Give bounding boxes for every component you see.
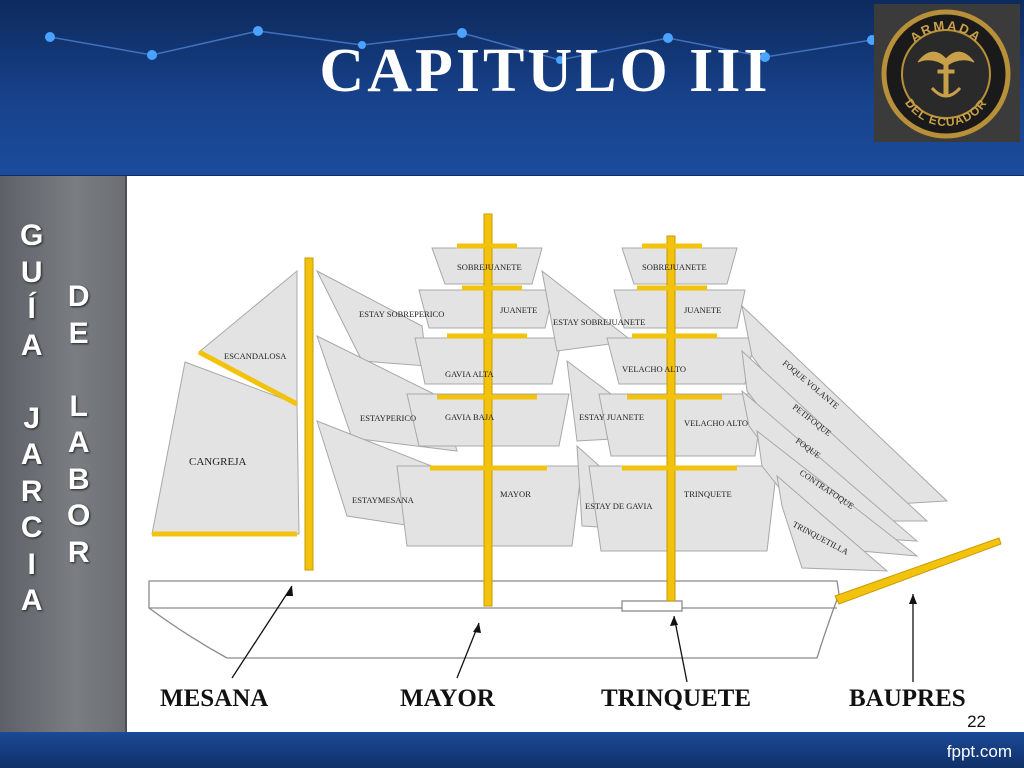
label-mesana: MESANA — [160, 685, 268, 712]
label-estayperico: ESTAYPERICO — [360, 413, 416, 423]
letter: R — [67, 535, 90, 569]
label-gavia-alta: GAVIA ALTA — [445, 369, 495, 379]
navy-logo: ARMADA DEL ECUADOR — [874, 4, 1020, 142]
diagram-canvas: ESCANDALOSA CANGREJA ESTAY SOBREPERICO E… — [127, 176, 1024, 732]
sail-cangreja — [151, 361, 300, 535]
mast-trinquete — [666, 235, 676, 602]
letter: A — [20, 328, 43, 362]
anchor-eagle-emblem-icon — [917, 51, 975, 98]
label-sobrejuanete-mayor: SOBREJUANETE — [457, 262, 522, 272]
yard-mesana-top — [197, 349, 299, 407]
letter: I — [27, 547, 36, 581]
letter: B — [67, 462, 90, 496]
label-escandalosa: ESCANDALOSA — [224, 351, 287, 361]
arrow-mesana — [231, 585, 293, 679]
label-gavia-baja: GAVIA BAJA — [445, 412, 495, 422]
label-trinquete: TRINQUETE — [601, 685, 751, 712]
letter: A — [20, 438, 43, 471]
sail-trinquetilla — [776, 474, 889, 572]
letter: U — [20, 255, 43, 289]
letter: A — [67, 426, 90, 459]
label-mayor: MAYOR — [400, 685, 496, 712]
letter: G — [20, 219, 44, 252]
label-mayor-sail: MAYOR — [500, 489, 531, 499]
label-sobrejuanete-trinquete: SOBREJUANETE — [642, 262, 707, 272]
sail-velacho-alto-1 — [606, 337, 756, 385]
slide-header: CAPITULO III ARMADA DEL ECUADOR — [0, 0, 1024, 175]
label-estay-de-gavia: ESTAY DE GAVIA — [585, 501, 653, 511]
sail-velacho-alto-2 — [598, 393, 765, 457]
label-velacho-alto-1: VELACHO ALTO — [622, 364, 686, 374]
sail-estay-sobrejuanete — [541, 269, 634, 352]
label-trinquete-sail: TRINQUETE — [684, 489, 732, 499]
label-baupres: BAUPRES — [849, 685, 966, 712]
bowsprit-baupres — [834, 537, 1002, 605]
ship-rigging-diagram: ESCANDALOSA CANGREJA ESTAY SOBREPERICO E… — [148, 213, 1002, 712]
page-number: 22 — [967, 712, 986, 731]
side-panel: G U Í A J A R C I A D E L A B O R — [0, 176, 127, 732]
brand-text: fppt.com — [946, 742, 1012, 761]
slide-footer: fppt.com — [0, 732, 1024, 768]
label-estay-juanete: ESTAY JUANETE — [579, 412, 644, 422]
label-estaymesana: ESTAYMESANA — [352, 495, 415, 505]
slide-title: CAPITULO III — [319, 37, 771, 105]
arrow-trinquete — [673, 615, 688, 683]
letter: J — [23, 401, 41, 435]
letter: D — [67, 280, 90, 313]
letter: R — [20, 474, 43, 508]
vertical-word-guia-jarcia: G U Í A J A R C I A — [20, 218, 43, 620]
letter: Í — [27, 292, 36, 325]
label-juanete-trinquete: JUANETE — [684, 305, 721, 315]
mast-mayor — [483, 213, 493, 607]
mast-mesana — [304, 257, 314, 571]
network-decoration — [45, 26, 877, 64]
letter: L — [69, 389, 88, 423]
letter: E — [68, 316, 89, 350]
label-velacho-alto-2: VELACHO ALTO — [684, 418, 748, 428]
vertical-word-de-labor: D E L A B O R — [67, 279, 90, 571]
label-estay-sobreperico: ESTAY SOBREPERICO — [359, 309, 444, 319]
label-juanete-mayor: JUANETE — [500, 305, 537, 315]
label-estay-sobrejuanete: ESTAY SOBREJUANETE — [553, 317, 645, 327]
letter: C — [20, 511, 43, 544]
letter: O — [67, 499, 91, 532]
label-cangreja: CANGREJA — [189, 456, 247, 468]
letter: A — [20, 584, 43, 617]
